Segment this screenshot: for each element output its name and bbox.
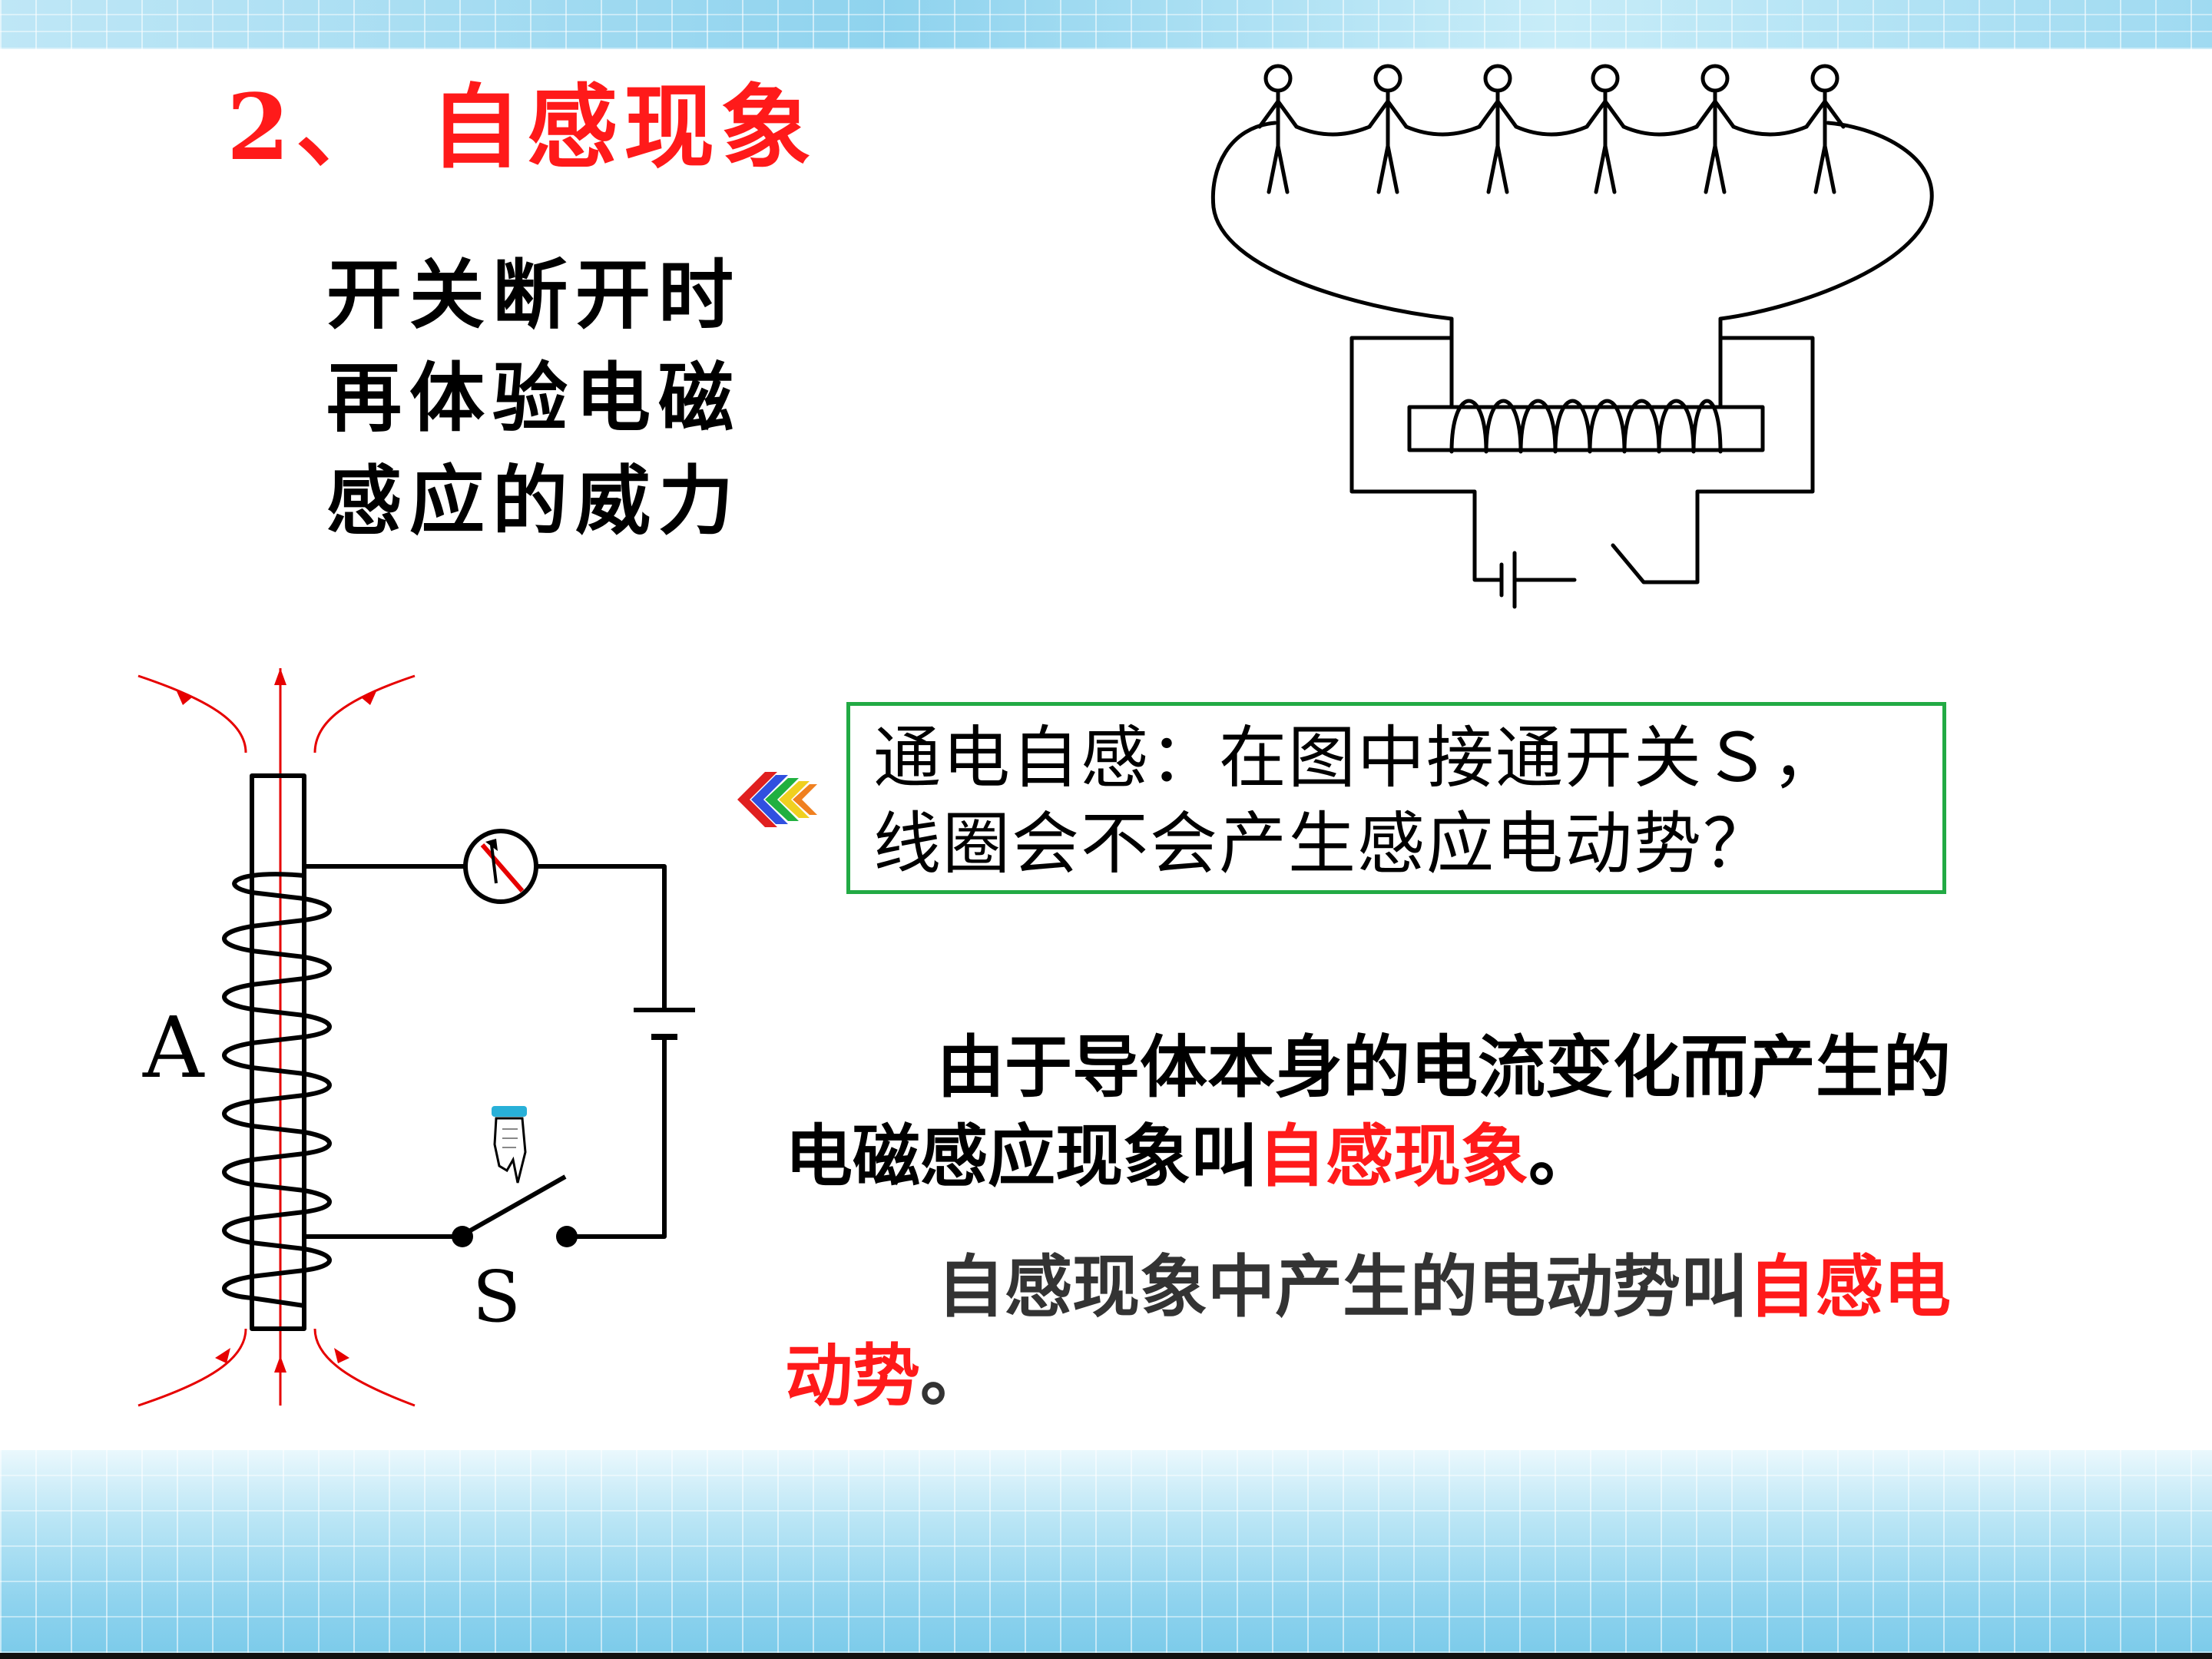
question-box: 通电自感：在图中接通开关Ｓ， 线圈会不会产生感应电动势？: [846, 702, 1946, 894]
experiment-text-line: 再体验电磁: [326, 354, 742, 442]
bottom-decorative-band: [0, 1450, 2212, 1653]
bottom-border-line: [0, 1653, 2212, 1659]
people-coil-circuit-diagram: [1210, 64, 1934, 609]
definition-text: 自感现象中产生的电动势叫: [937, 1247, 1749, 1326]
iron-core: [250, 773, 306, 1331]
coil-windings: [222, 872, 332, 1308]
self-emf-definition-line1: 自感现象中产生的电动势叫自感电: [937, 1243, 1951, 1332]
self-induction-definition-line2: 电磁感应现象叫自感现象。: [785, 1112, 1596, 1201]
switch-label: S: [472, 1256, 522, 1338]
rainbow-arrow-icon[interactable]: [737, 772, 830, 827]
question-line: 通电自感：在图中接通开关Ｓ，: [873, 718, 1842, 797]
punctuation: 。: [920, 1336, 988, 1416]
self-emf-definition-line2: 动势。: [785, 1332, 988, 1421]
coil-label: A: [143, 998, 204, 1097]
slide-title: 2、 自感现象: [227, 74, 818, 180]
switch-contact-right: [556, 1226, 578, 1247]
self-induction-circuit: [137, 668, 695, 1407]
experiment-text-line: 开关断开时: [326, 251, 742, 339]
term-highlight: 自感电: [1748, 1247, 1952, 1326]
magnetic-field-lines: [137, 668, 416, 1407]
term-highlight: 动势: [785, 1336, 921, 1416]
pointing-hand-icon: [492, 1106, 527, 1184]
top-decorative-band: [0, 0, 2212, 49]
experiment-text-line: 感应的威力: [326, 457, 742, 545]
switch-contact-left: [452, 1226, 473, 1247]
question-text: 通电自感：在图中接通开关Ｓ， 线圈会不会产生感应电动势？: [873, 715, 1841, 887]
punctuation: 。: [1528, 1117, 1597, 1196]
self-induction-definition-line1: 由于导体本身的电流变化而产生的: [937, 1028, 1952, 1107]
term-highlight: 自感现象: [1258, 1117, 1529, 1196]
definition-text: 电磁感应现象叫: [785, 1117, 1259, 1196]
question-line: 线圈会不会产生感应电动势？: [873, 804, 1773, 883]
experiment-text: 开关断开时 再体验电磁 感应的威力: [326, 244, 741, 553]
person-figures: [1257, 64, 1846, 194]
